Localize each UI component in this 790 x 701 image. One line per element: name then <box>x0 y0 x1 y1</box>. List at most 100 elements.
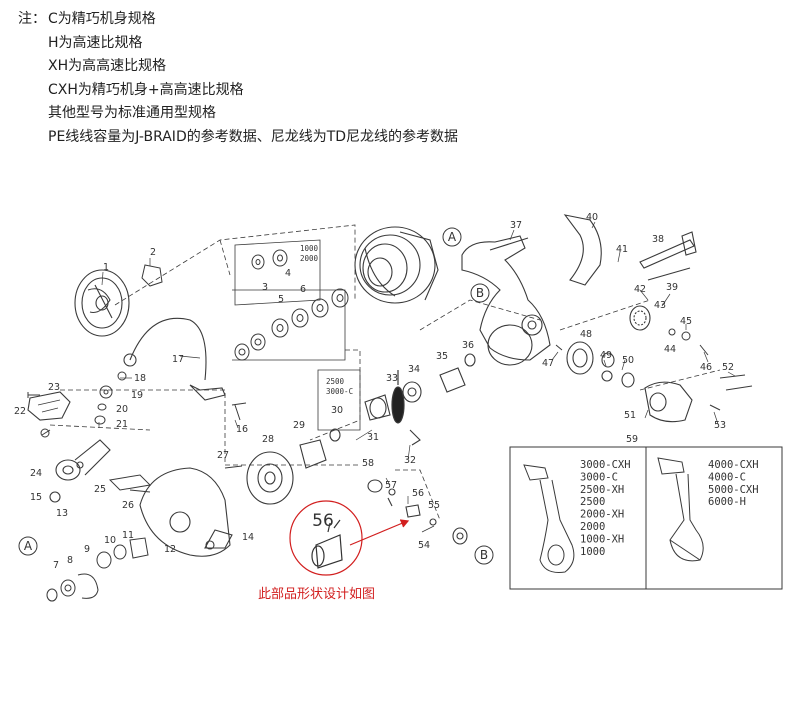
part-number-8: 8 <box>67 555 73 566</box>
part-number-51: 51 <box>624 410 636 421</box>
part-number-22: 22 <box>14 406 26 417</box>
handle-model-label: 6000-H <box>708 496 746 508</box>
part-shaft-group <box>402 353 476 446</box>
part-number-3: 3 <box>262 282 268 293</box>
part-number-45: 45 <box>680 316 692 327</box>
part-clip <box>141 264 163 287</box>
handle-model-label: 2000-XH <box>580 509 624 521</box>
part-number-47: 47 <box>542 358 554 369</box>
part-number-41: 41 <box>616 244 628 255</box>
part-number-53: 53 <box>714 420 726 431</box>
spool-size-label: 2000 <box>300 254 319 263</box>
part-number-31: 31 <box>367 432 379 443</box>
marker-a: A <box>24 539 33 553</box>
part-number-14: 14 <box>242 532 254 543</box>
part-number-4: 4 <box>285 268 291 279</box>
part-number-1: 1 <box>103 262 109 273</box>
assembly-lines <box>49 224 721 521</box>
part-number-48: 48 <box>580 329 592 340</box>
part-number-21: 21 <box>116 419 128 430</box>
part-number-57: 57 <box>385 480 397 491</box>
handle-model-label: 2500 <box>580 496 605 508</box>
part-number-33: 33 <box>386 373 398 384</box>
handle-model-label: 4000-CXH <box>708 459 759 471</box>
part-rear-cover <box>621 372 753 423</box>
handle-model-label: 1000-XH <box>580 533 624 545</box>
callout-detail <box>289 500 410 576</box>
marker-circles <box>18 227 494 565</box>
part-number-25: 25 <box>94 484 106 495</box>
part-number-12: 12 <box>164 544 176 555</box>
part-line-roller <box>49 439 111 503</box>
handle-model-list-left: 3000-CXH3000-C2500-XH25002000-XH20001000… <box>580 459 631 558</box>
note-line: CXH为精巧机身+高高速比规格 <box>48 81 244 98</box>
notes-block: 注：C为精巧机身规格 H为高速比规格 XH为高高速比规格 CXH为精巧机身+高高… <box>18 8 458 150</box>
handle-variants-box <box>509 446 783 590</box>
part-number-13: 13 <box>56 508 68 519</box>
part-number-58: 58 <box>362 458 374 469</box>
part-number-24: 24 <box>30 468 42 479</box>
part-rotor-housing <box>139 467 233 557</box>
callout-number: 56 <box>312 511 334 531</box>
part-number-59: 59 <box>626 434 638 445</box>
part-number-32: 32 <box>404 455 416 466</box>
note-label: 注： <box>18 11 46 27</box>
part-number-35: 35 <box>436 351 448 362</box>
part-roller-clutch <box>367 479 468 545</box>
part-drag-stack <box>391 370 405 424</box>
part-number-19: 19 <box>131 390 143 401</box>
handle-model-label: 5000-CXH <box>708 484 759 496</box>
part-number-30: 30 <box>331 405 343 416</box>
part-number-2: 2 <box>150 247 156 258</box>
part-number-42: 42 <box>634 284 646 295</box>
handle-model-label: 1000 <box>580 546 605 558</box>
part-number-23: 23 <box>48 382 60 393</box>
part-number-15: 15 <box>30 492 42 503</box>
part-number-36: 36 <box>462 340 474 351</box>
part-small-fasteners <box>27 371 247 438</box>
marker-b: B <box>480 548 488 562</box>
washer-box <box>232 289 346 361</box>
spool-size-label: 2500 <box>326 377 345 386</box>
part-number-39: 39 <box>666 282 678 293</box>
part-number-29: 29 <box>293 420 305 431</box>
part-washers <box>234 249 349 361</box>
part-number-5: 5 <box>278 294 284 305</box>
part-number-52: 52 <box>722 362 734 373</box>
handle-model-label: 4000-C <box>708 471 746 483</box>
spool-size-label: 1000 <box>300 244 319 253</box>
part-number-18: 18 <box>134 373 146 384</box>
part-number-43: 43 <box>654 300 666 311</box>
part-number-17: 17 <box>172 354 184 365</box>
part-number-40: 40 <box>586 212 598 223</box>
handle-model-label: 3000-CXH <box>580 459 631 471</box>
note-line: XH为高高速比规格 <box>48 58 167 75</box>
part-pinion-group <box>224 394 391 505</box>
part-number-44: 44 <box>664 344 676 355</box>
part-bail-wire <box>123 317 226 401</box>
note-line: 注：C为精巧机身规格 <box>18 8 458 32</box>
part-number-49: 49 <box>600 350 612 361</box>
part-number-10: 10 <box>104 535 116 546</box>
note-line: 其他型号为标准通用型规格 <box>48 105 216 122</box>
marker-a: A <box>448 230 457 244</box>
part-bottom-stack <box>46 537 149 602</box>
part-number-16: 16 <box>236 424 248 435</box>
part-bail-arm <box>27 391 71 421</box>
part-number-34: 34 <box>408 364 420 375</box>
spool-box-top <box>234 239 321 306</box>
part-side-plate <box>563 214 602 286</box>
part-number-56: 56 <box>412 488 424 499</box>
part-rods <box>639 231 697 281</box>
part-number-46: 46 <box>700 362 712 373</box>
part-number-7: 7 <box>53 560 59 571</box>
part-gears <box>566 305 651 382</box>
spool-size-label: 3000-C <box>326 387 353 396</box>
part-number-38: 38 <box>652 234 664 245</box>
part-number-6: 6 <box>300 284 306 295</box>
part-number-26: 26 <box>122 500 134 511</box>
callout-caption: 此部品形状设计如图 <box>258 586 375 602</box>
